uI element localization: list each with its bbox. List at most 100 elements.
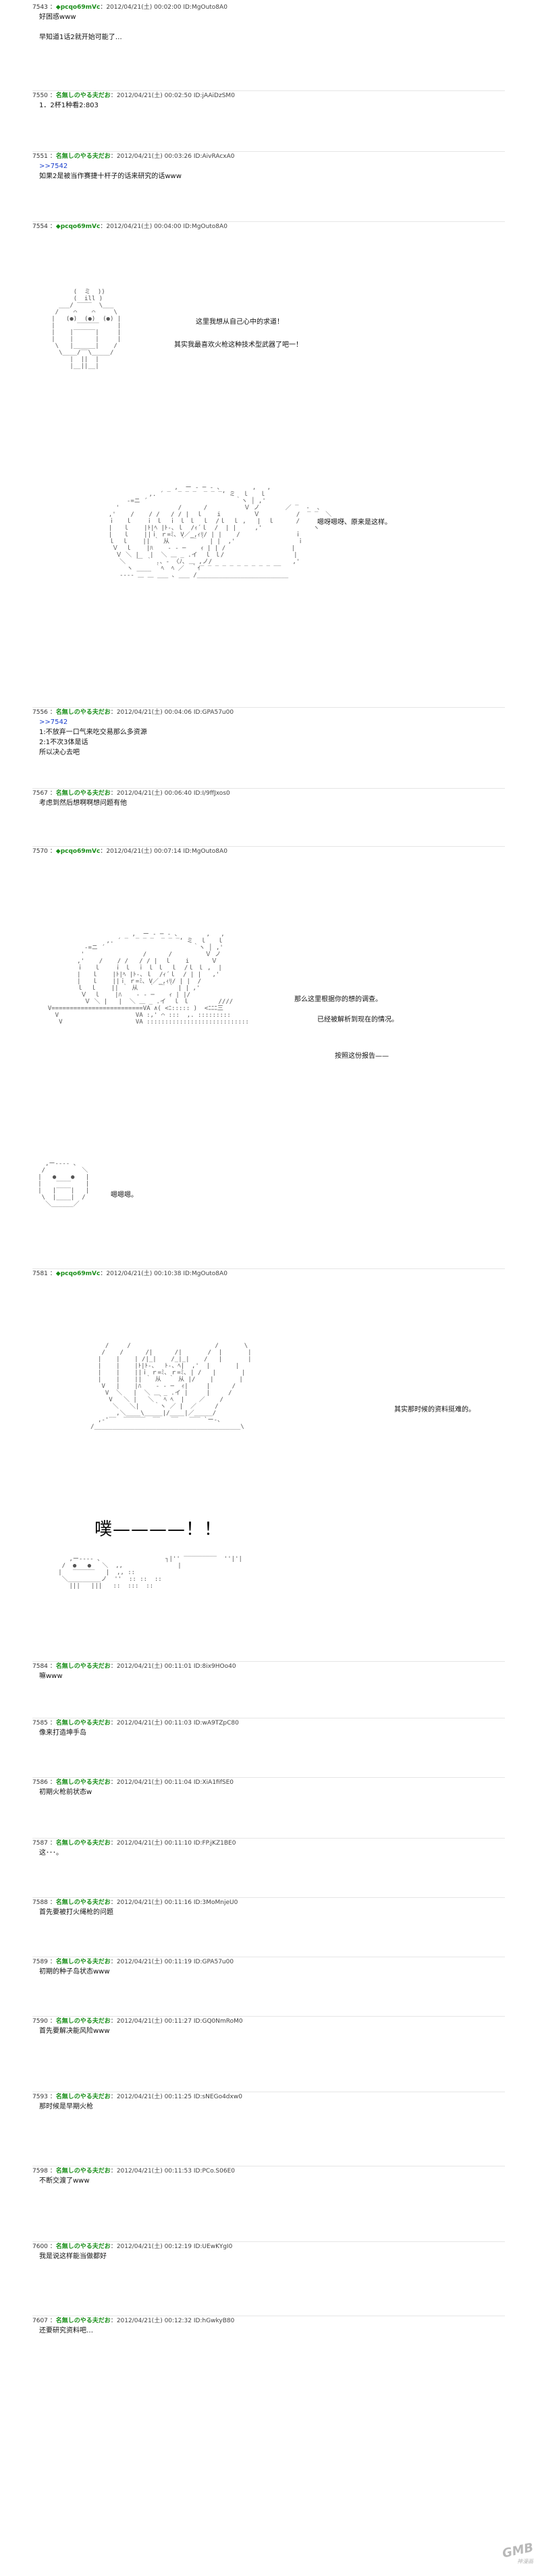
- poster-name: 名無しのやる夫だお: [55, 790, 111, 797]
- reply-anchor[interactable]: >>7542: [39, 163, 68, 170]
- poster-name: 名無しのやる夫だお: [55, 1959, 111, 1965]
- post-id: ID:MgOuto8A0: [183, 223, 227, 230]
- post-body: 首先要被打火绳枪的问题: [39, 1909, 113, 1916]
- post-number[interactable]: 7567: [32, 790, 48, 797]
- post-header: 7600 ：名無しのやる夫だお：2012/04/21(土) 00:12:19 I…: [32, 2243, 233, 2250]
- poster-name: 名無しのやる夫だお: [55, 1899, 111, 1906]
- post-7587: 7587 ：名無しのやる夫だお：2012/04/21(土) 00:11:10 I…: [32, 1838, 505, 1858]
- post-number[interactable]: 7551: [32, 153, 48, 160]
- poster-name: ◆pcqo69mVc: [55, 1270, 101, 1277]
- ascii-art-small-face: ,ー‐‐‐‐ 、 / ＼ | ● ● | | ‾‾‾‾ | | |‾‾‾‾| |…: [38, 1160, 90, 1208]
- post-id: ID:MgOuto8A0: [183, 1270, 227, 1277]
- post-date: 2012/04/21(土) 00:11:16: [116, 1899, 192, 1906]
- poster-name: 名無しのやる夫だお: [55, 2094, 111, 2100]
- post-body: 还要研究资料吧…: [39, 2327, 93, 2334]
- post-id: ID:8ix9HOo40: [193, 1663, 236, 1670]
- post-id: ID:GPA57u00: [193, 709, 234, 716]
- post-id: ID:sNEGo4dxw0: [193, 2094, 242, 2100]
- post-date: 2012/04/21(土) 00:04:06: [116, 709, 192, 716]
- reply-anchor[interactable]: >>7542: [39, 719, 68, 726]
- dialog-line: 其实我最喜欢火枪这种技术型武器了吧一！: [174, 341, 302, 349]
- poster-name: 名無しのやる夫だお: [55, 2018, 111, 2025]
- post-date: 2012/04/21(土) 00:02:50: [116, 92, 192, 99]
- post-id: ID:UEwKYgI0: [193, 2243, 233, 2250]
- watermark-sub-text: 神漫画: [517, 2558, 533, 2565]
- poster-name: 名無しのやる夫だお: [55, 709, 111, 716]
- post-number[interactable]: 7590: [32, 2018, 48, 2025]
- post-header: 7550 ：名無しのやる夫だお：2012/04/21(土) 00:02:50 I…: [32, 92, 235, 99]
- post-body: 初期的种子岛状态www: [39, 1968, 110, 1976]
- post-7590: 7590 ：名無しのやる夫だお：2012/04/21(土) 00:11:27 I…: [32, 2016, 505, 2036]
- post-id: ID:3MoMnjeU0: [193, 1899, 238, 1906]
- post-header: 7567 ：名無しのやる夫だお：2012/04/21(土) 00:06:40 I…: [32, 790, 230, 797]
- post-body: >>7542 如果2是被当作赛捷十杆子的话来研究的话www: [39, 163, 182, 180]
- post-date: 2012/04/21(土) 00:07:14: [106, 848, 182, 855]
- post-number[interactable]: 7586: [32, 1779, 48, 1786]
- post-7585: 7585 ：名無しのやる夫だお：2012/04/21(土) 00:11:03 I…: [32, 1718, 505, 1738]
- post-number[interactable]: 7581: [32, 1270, 48, 1277]
- poster-name: 名無しのやる夫だお: [55, 2168, 111, 2175]
- post-date: 2012/04/21(土) 00:11:27: [116, 2018, 192, 2025]
- post-date: 2012/04/21(土) 00:12:32: [116, 2318, 192, 2324]
- post-number[interactable]: 7598: [32, 2168, 48, 2175]
- post-number[interactable]: 7585: [32, 1720, 48, 1727]
- post-id: ID:I/9ffJxos0: [193, 790, 230, 797]
- post-number[interactable]: 7607: [32, 2318, 48, 2324]
- post-7586: 7586 ：名無しのやる夫だお：2012/04/21(土) 00:11:04 I…: [32, 1777, 505, 1797]
- ascii-art-yaranaio-face: ( ミ )) ( ill ) ___/ ‾‾‾‾ \___ / ⌒ ⌒ \ | …: [51, 289, 122, 370]
- ascii-art-character-closeup: / / / \ / / /| /| / | | | | | /|_| /_|_|…: [90, 1343, 252, 1430]
- post-number[interactable]: 7543: [32, 4, 48, 11]
- post-7556: 7556 ：名無しのやる夫だお：2012/04/21(土) 00:04:06 I…: [32, 707, 505, 758]
- dialog-line: 已经被解析到现在的情况。: [317, 1016, 398, 1024]
- post-header: 7581 ：◆pcqo69mVc：2012/04/21(土) 00:10:38 …: [32, 1270, 227, 1277]
- post-date: 2012/04/21(土) 00:11:10: [116, 1840, 192, 1847]
- dialog-line: 其实那时候的资料挺难的。: [394, 1406, 475, 1413]
- post-number[interactable]: 7600: [32, 2243, 48, 2250]
- post-number[interactable]: 7570: [32, 848, 48, 855]
- poster-name: 名無しのやる夫だお: [55, 2318, 111, 2324]
- post-date: 2012/04/21(土) 00:03:26: [116, 153, 192, 160]
- post-header: 7585 ：名無しのやる夫だお：2012/04/21(土) 00:11:03 I…: [32, 1720, 239, 1727]
- post-number[interactable]: 7556: [32, 709, 48, 716]
- post-7550: 7550 ：名無しのやる夫だお：2012/04/21(土) 00:02:50 I…: [32, 90, 505, 111]
- post-date: 2012/04/21(土) 00:04:00: [106, 223, 182, 230]
- post-7581: 7581 ：◆pcqo69mVc：2012/04/21(土) 00:10:38 …: [32, 1268, 505, 1279]
- post-date: 2012/04/21(土) 00:11:04: [116, 1779, 192, 1786]
- post-body: 好困惑www 早知道1话2就开始可能了…: [39, 13, 122, 41]
- dialog-line: 按照这份报告——: [335, 1053, 389, 1060]
- post-id: ID:wA9TZpC80: [193, 1720, 239, 1727]
- post-id: ID:XiA1fifSE0: [193, 1779, 234, 1786]
- post-number[interactable]: 7584: [32, 1663, 48, 1670]
- post-id: ID:AivRAcxA0: [193, 153, 235, 160]
- post-number[interactable]: 7593: [32, 2094, 48, 2100]
- post-number[interactable]: 7588: [32, 1899, 48, 1906]
- post-header: 7607 ：名無しのやる夫だお：2012/04/21(土) 00:12:32 I…: [32, 2318, 235, 2324]
- exclamation-text: 噗————！！: [94, 1519, 223, 1540]
- post-number[interactable]: 7587: [32, 1840, 48, 1847]
- ascii-art-falling-face: ,ー‐‐‐‐ 、 ┐|'' ‾‾‾‾‾‾‾‾‾ ''|'| / ● ● ＼ ,,…: [58, 1556, 242, 1590]
- post-id: ID:jAAiDzSM0: [193, 92, 235, 99]
- post-header: 7554 ：◆pcqo69mVc：2012/04/21(土) 00:04:00 …: [32, 223, 227, 230]
- post-body: 不断交渡了www: [39, 2177, 90, 2185]
- post-body: 那时候是早期火枪: [39, 2103, 93, 2110]
- post-header: 7590 ：名無しのやる夫だお：2012/04/21(土) 00:11:27 I…: [32, 2018, 243, 2025]
- post-body: 嘛www: [39, 1673, 63, 1680]
- poster-name: ◆pcqo69mVc: [55, 848, 101, 855]
- post-7589: 7589 ：名無しのやる夫だお：2012/04/21(土) 00:11:19 I…: [32, 1957, 505, 1977]
- post-id: ID:hGwkyB80: [193, 2318, 235, 2324]
- post-header: 7584 ：名無しのやる夫だお：2012/04/21(土) 00:11:01 I…: [32, 1663, 236, 1670]
- post-id: ID:GQ0NmRoM0: [193, 2018, 243, 2025]
- post-7607: 7607 ：名無しのやる夫だお：2012/04/21(土) 00:12:32 I…: [32, 2316, 505, 2336]
- post-7554: 7554 ：◆pcqo69mVc：2012/04/21(土) 00:04:00 …: [32, 221, 505, 231]
- post-number[interactable]: 7554: [32, 223, 48, 230]
- post-body: 考虑到然后想啊啊想问题有他: [39, 800, 127, 807]
- post-id: ID:MgOuto8A0: [183, 4, 227, 11]
- post-date: 2012/04/21(土) 00:10:38: [106, 1270, 182, 1277]
- site-watermark-logo: GMB 神漫画: [479, 2540, 535, 2573]
- ascii-art-character-reading: , ー ‐ ─ ‐ 、 , , ,. ´ ‾ ‾ ‾ ‾ ‾ ‾ ‾‘ ミ ｌ …: [47, 931, 249, 1026]
- post-number[interactable]: 7589: [32, 1959, 48, 1965]
- dialog-line: 嗯嗯嗯。: [111, 1192, 138, 1199]
- post-number[interactable]: 7550: [32, 92, 48, 99]
- post-7598: 7598 ：名無しのやる夫だお：2012/04/21(土) 00:11:53 I…: [32, 2166, 505, 2186]
- post-header: 7586 ：名無しのやる夫だお：2012/04/21(土) 00:11:04 I…: [32, 1779, 234, 1786]
